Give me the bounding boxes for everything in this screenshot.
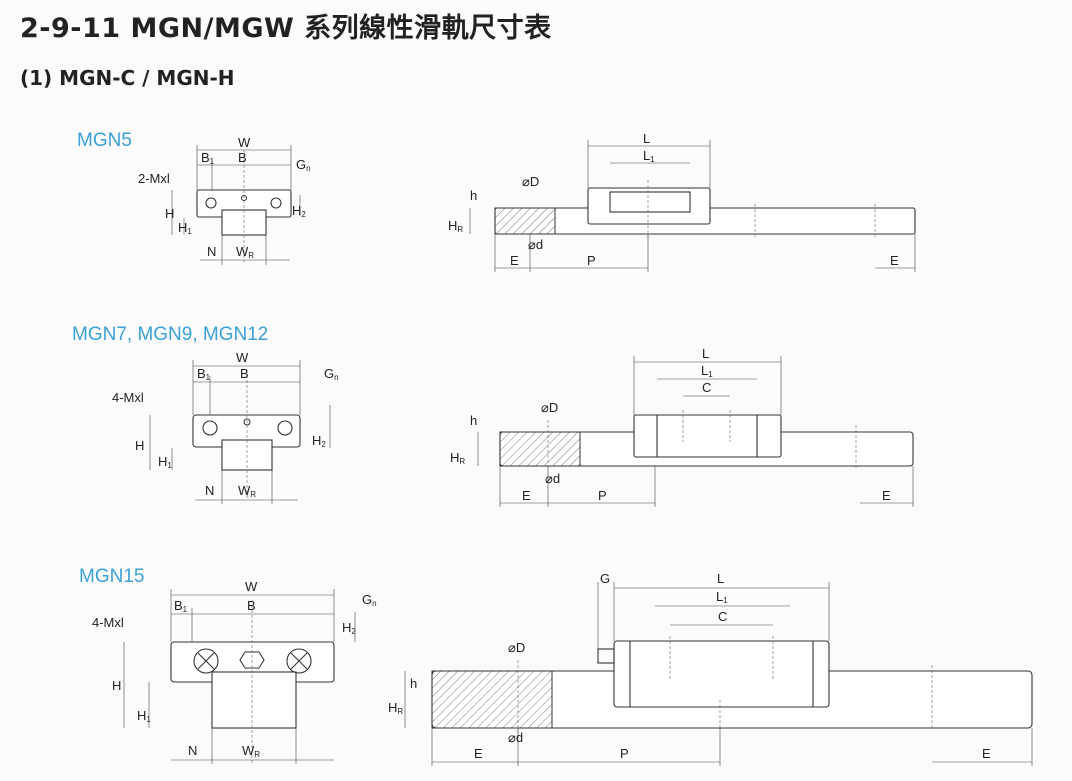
mgn15-mount-hole-right — [286, 648, 312, 674]
dim-l1: L1 — [643, 148, 655, 164]
mgn7-slider-block — [633, 414, 782, 458]
dim-p: P — [587, 253, 596, 268]
mgn15-slider-block — [613, 640, 830, 708]
mgn15-rail-profile — [211, 671, 297, 729]
dim-b: B — [247, 598, 256, 613]
dim-w: W — [245, 579, 258, 594]
dim-e-right: E — [882, 488, 891, 503]
dim-b: B — [240, 366, 249, 381]
dim-hr: HR — [448, 218, 463, 234]
dim-e-right: E — [982, 746, 991, 761]
dim-h: H — [165, 206, 174, 221]
dim-gn: Gn — [324, 366, 339, 382]
model-label-mgn5: MGN5 — [77, 130, 132, 151]
dim-h-small: h — [470, 188, 477, 203]
dim-phi-d-large: ⌀D — [541, 400, 558, 415]
dim-b1: B1 — [174, 598, 188, 614]
mgn15-mount-hole-left — [193, 648, 219, 674]
mgn5-slider-block — [587, 187, 711, 225]
dim-h: H — [135, 438, 144, 453]
dim-p: P — [598, 488, 607, 503]
dim-e-left: E — [510, 253, 519, 268]
mgn5-side-view: L L1 ⌀D ⌀d h HR E P E — [448, 131, 916, 272]
model-label-mgn7-9-12: MGN7, MGN9, MGN12 — [72, 324, 269, 345]
dim-b1: B1 — [197, 366, 211, 382]
dim-n: N — [205, 483, 214, 498]
mgn15-rail-section — [431, 670, 553, 729]
dim-phi-d-small: ⌀d — [508, 730, 523, 745]
mgn7-side-view: L L1 C ⌀D ⌀d h HR E P E — [450, 346, 914, 507]
dim-c: C — [718, 609, 727, 624]
page-title: 2-9-11 MGN/MGW 系列線性滑軌尺寸表 — [20, 13, 552, 44]
dim-w: W — [238, 135, 251, 150]
dim-b1: B1 — [201, 150, 215, 166]
dim-c: C — [702, 380, 711, 395]
dim-e-left: E — [522, 488, 531, 503]
dim-h-small: h — [470, 413, 477, 428]
dim-wr: WR — [236, 244, 254, 260]
mgn5-mount-hole-left — [205, 197, 217, 209]
mgn15-side-view: G L L1 C ⌀D ⌀d h HR E P E — [388, 571, 1033, 766]
dim-h2: H2 — [312, 433, 326, 449]
dim-gn: Gn — [362, 592, 377, 608]
dim-g: G — [600, 571, 610, 586]
dim-mx: 4-Mxl — [112, 390, 144, 405]
mgn15-grease-nipple — [239, 651, 265, 669]
model-label-mgn15: MGN15 — [79, 566, 145, 587]
dim-b: B — [238, 150, 247, 165]
dim-h: H — [112, 678, 121, 693]
dim-h1: H1 — [137, 708, 151, 724]
dim-l1: L1 — [701, 363, 713, 379]
dim-wr: WR — [238, 483, 256, 499]
mgn5-mount-hole-right — [270, 197, 282, 209]
dim-h1: H1 — [158, 454, 172, 470]
mgn7-rail-section — [499, 431, 581, 467]
mgn7-mount-hole-right — [277, 420, 293, 436]
dim-phi-d-large: ⌀D — [508, 640, 525, 655]
dim-h1: H1 — [178, 220, 192, 236]
section-subtitle: (1) MGN-C / MGN-H — [20, 66, 235, 90]
dim-l: L — [717, 571, 724, 586]
dim-phi-d-small: ⌀d — [545, 471, 560, 486]
dim-phi-d-large: ⌀D — [522, 174, 539, 189]
dim-w: W — [236, 350, 249, 365]
mgn15-end-view: W B1 B Gn 4-Mxl H H1 H2 N WR — [92, 579, 377, 765]
dim-n: N — [207, 244, 216, 259]
dim-gn: Gn — [296, 157, 311, 173]
dim-p: P — [620, 746, 629, 761]
dim-n: N — [188, 743, 197, 758]
dim-hr: HR — [450, 450, 465, 466]
mgn15-grease-fitting — [597, 648, 615, 664]
dim-wr: WR — [242, 743, 260, 759]
dim-e-left: E — [474, 746, 483, 761]
mgn7-end-view: W B1 B Gn 4-Mxl H H1 H2 N WR — [112, 350, 339, 504]
dim-h2: H2 — [292, 203, 306, 219]
mgn5-end-view: W B1 B Gn 2-Mxl H H1 H2 N WR — [138, 135, 311, 265]
dim-l: L — [643, 131, 650, 146]
dim-hr: HR — [388, 700, 403, 716]
dim-h-small: h — [410, 676, 417, 691]
dim-mx: 4-Mxl — [92, 615, 124, 630]
mgn5-rail-section — [494, 207, 556, 235]
dim-phi-d-small: ⌀d — [528, 237, 543, 252]
mgn7-mount-hole-left — [202, 420, 218, 436]
dim-mx: 2-Mxl — [138, 171, 170, 186]
dim-l: L — [702, 346, 709, 361]
dim-h2: H2 — [342, 620, 356, 636]
dim-e-right: E — [890, 253, 899, 268]
dim-l1: L1 — [716, 589, 728, 605]
